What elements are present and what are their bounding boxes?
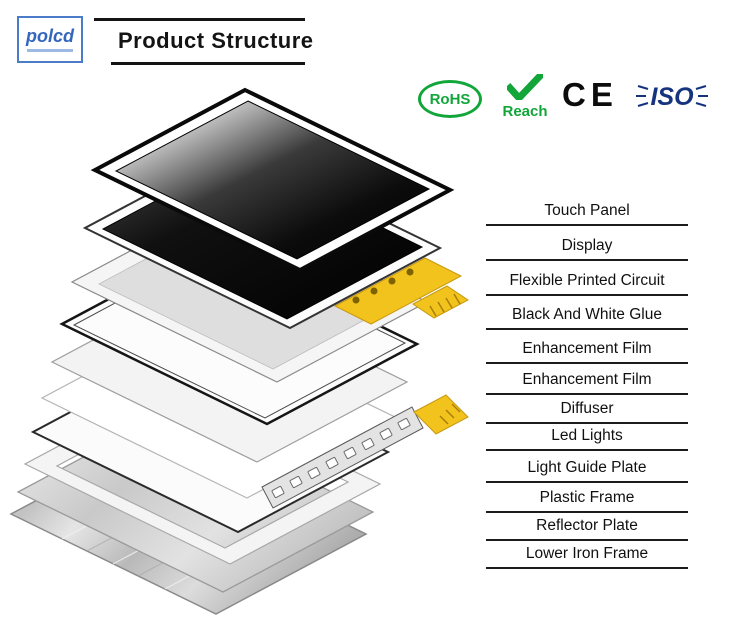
brand-logo-tagline-bar bbox=[27, 49, 73, 52]
iso-badge-icon: ISO bbox=[636, 83, 708, 111]
layer-label-led-lights: Led Lights bbox=[486, 427, 688, 451]
badge-rohs-label: RoHS bbox=[429, 90, 471, 108]
layer-label-plastic-frame: Plastic Frame bbox=[486, 489, 688, 513]
brand-logo-text: polcd bbox=[26, 26, 74, 46]
layer-label-flexible-printed-circuit: Flexible Printed Circuit bbox=[486, 272, 688, 296]
led-strip-shape bbox=[261, 406, 424, 509]
brand-logo: polcd bbox=[17, 16, 83, 63]
certification-badges: RoHS Reach CE ISO bbox=[414, 71, 724, 126]
display-fpc-shape bbox=[333, 257, 469, 325]
layer-label-black-and-white-glue: Black And White Glue bbox=[486, 306, 688, 330]
badge-iso: ISO bbox=[630, 76, 714, 125]
badge-reach: Reach bbox=[496, 71, 554, 120]
layer-shape-touch-panel bbox=[90, 87, 455, 273]
badge-ce-label: CE bbox=[562, 76, 618, 113]
layer-label-diffuser: Diffuser bbox=[486, 400, 688, 424]
checkmark-icon bbox=[505, 71, 545, 104]
layer-label-lower-iron-frame: Lower Iron Frame bbox=[486, 545, 688, 569]
layer-label-enhancement-film-1: Enhancement Film bbox=[486, 340, 688, 364]
led-fpc-shape bbox=[413, 394, 469, 435]
badge-rohs: RoHS bbox=[418, 80, 482, 118]
title-rule-top bbox=[94, 18, 305, 21]
layer-label-touch-panel: Touch Panel bbox=[486, 202, 688, 226]
title-rule-bottom bbox=[111, 62, 305, 65]
layer-label-enhancement-film-2: Enhancement Film bbox=[486, 371, 688, 395]
page-title: Product Structure bbox=[118, 28, 314, 53]
layer-label-light-guide-plate: Light Guide Plate bbox=[486, 459, 688, 483]
layer-label-reflector-plate: Reflector Plate bbox=[486, 517, 688, 541]
badge-ce: CE bbox=[562, 76, 618, 114]
badge-iso-label: ISO bbox=[650, 83, 694, 111]
layer-label-display: Display bbox=[486, 237, 688, 261]
badge-reach-label: Reach bbox=[502, 103, 548, 120]
